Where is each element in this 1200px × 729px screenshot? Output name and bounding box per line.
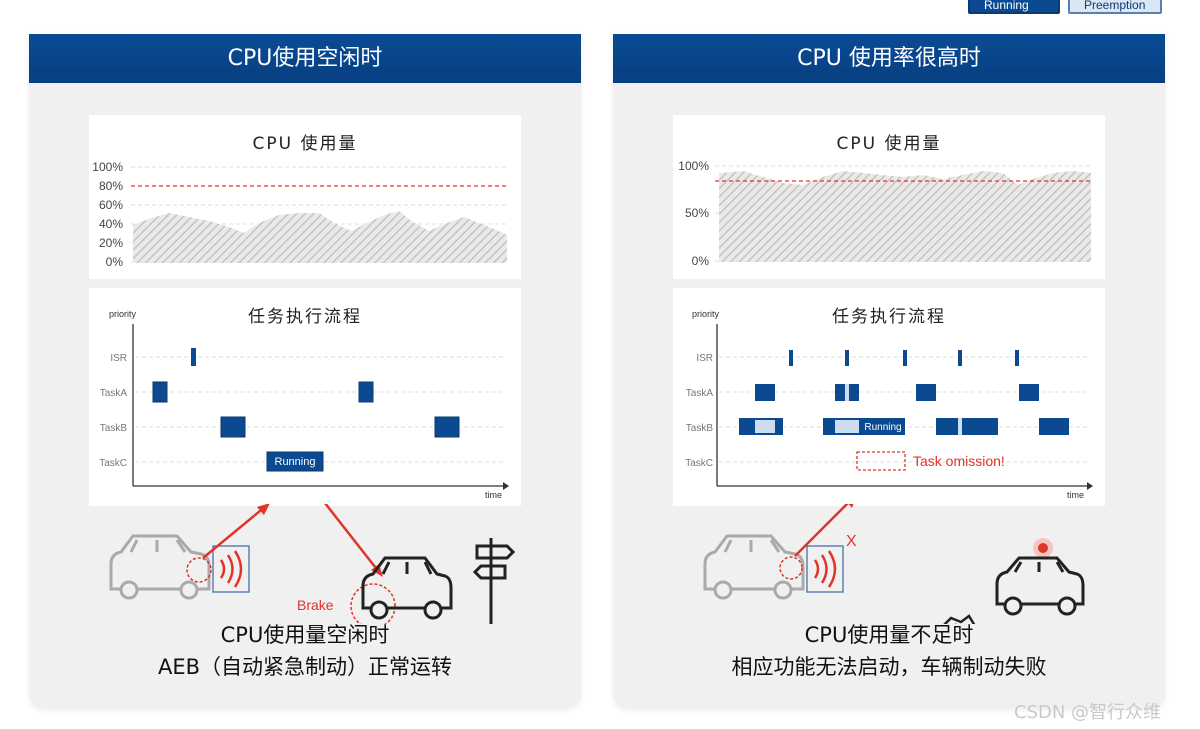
- cpu-usage-title: CPU 使用量: [252, 134, 358, 154]
- running-label: Running: [275, 456, 316, 468]
- sensor-highlight: [779, 556, 803, 580]
- caption-line2: 相应功能无法启动，车辆制动失败: [731, 655, 1047, 679]
- task-row-label-isr: ISR: [110, 353, 127, 364]
- isr-block: [1015, 350, 1019, 366]
- isr-block: [903, 350, 907, 366]
- brake-highlight: [350, 583, 396, 624]
- arrow-head: [848, 504, 854, 508]
- priority-label: priority: [692, 309, 720, 319]
- task-row-gridlines: [719, 356, 1087, 463]
- taska-block: [358, 381, 374, 403]
- arrow-head: [257, 504, 270, 515]
- failed-trigger-arrow: [794, 504, 849, 557]
- taskb-block: [434, 416, 460, 438]
- taska-block: [152, 381, 168, 403]
- car-icon: [703, 534, 805, 600]
- aeb-fail-scene: X: [703, 504, 1085, 624]
- y-tick: 60%: [99, 198, 123, 212]
- taska-block: [1019, 384, 1039, 401]
- taska-block: [755, 384, 775, 401]
- task-flow-chart: priority time ISR TaskA TaskB TaskC: [99, 309, 509, 500]
- preemption-gap: [958, 418, 962, 435]
- taskb-block: [220, 416, 246, 438]
- brake-label: Brake: [297, 597, 334, 613]
- caption-line1: CPU使用量不足时: [804, 623, 974, 647]
- taskb-block: [936, 418, 998, 435]
- time-label: time: [485, 490, 502, 500]
- x-mark: X: [846, 533, 857, 550]
- preemption-segment: [755, 420, 775, 433]
- taskb-block: [1039, 418, 1069, 435]
- watermark: CSDN @智行众维: [1014, 702, 1162, 723]
- task-row-gridlines: [135, 356, 503, 463]
- task-row-label-isr: ISR: [696, 353, 713, 364]
- cpu-usage-chart: 100% 50% 0%: [678, 159, 1093, 268]
- task-row-label-taska: TaskA: [686, 388, 714, 399]
- trigger-arrow-down: [324, 504, 380, 573]
- y-tick: 50%: [685, 206, 709, 220]
- panel-cpu-high: CPU 使用率很高时 CPU 使用量 100% 50%: [613, 34, 1165, 708]
- cpu-usage-card: CPU 使用量 100% 80%: [89, 115, 521, 279]
- trigger-arrow-up: [202, 505, 267, 559]
- radar-box: [212, 545, 250, 593]
- radar-waves-icon: [219, 550, 243, 588]
- isr-block: [958, 350, 962, 366]
- cpu-usage-chart: 100% 80% 60% 40% 20% 0%: [92, 160, 509, 269]
- cpu-usage-area: [719, 171, 1091, 262]
- y-tick: 0%: [692, 254, 710, 268]
- time-label: time: [1067, 490, 1084, 500]
- stopped-car-icon: [995, 556, 1085, 616]
- task-row-label-taskb: TaskB: [100, 423, 128, 434]
- isr-block: [845, 350, 849, 366]
- omitted-task-box: [856, 451, 906, 471]
- priority-label: priority: [109, 309, 137, 319]
- caption-line1: CPU使用量空闲时: [220, 623, 390, 647]
- braking-car-icon: [361, 556, 453, 620]
- task-row-label-taskc: TaskC: [99, 458, 127, 469]
- task-flow-chart: priority time ISR TaskA TaskB TaskC: [685, 309, 1093, 500]
- task-flow-card: 任务执行流程 priority time ISR TaskA TaskB Tas…: [89, 288, 521, 506]
- isr-block: [789, 350, 793, 366]
- legend-running: Running: [968, 0, 1060, 14]
- y-tick: 100%: [92, 160, 123, 174]
- sensor-highlight: [186, 557, 212, 583]
- signpost-icon: [472, 538, 516, 624]
- y-tick: 0%: [106, 255, 124, 269]
- alarm-light-icon: [1038, 543, 1048, 553]
- task-flow-card: 任务执行流程 priority time ISR TaskA TaskB Tas…: [673, 288, 1105, 506]
- task-row-label-taskc: TaskC: [685, 458, 713, 469]
- y-tick: 100%: [678, 159, 709, 173]
- x-axis-arrow: [1087, 482, 1093, 490]
- preemption-gap: [845, 384, 849, 401]
- task-flow-title: 任务执行流程: [832, 307, 946, 327]
- y-tick: 80%: [99, 179, 123, 193]
- caption-line2: AEB（自动紧急制动）正常运转: [157, 655, 453, 679]
- taskc-running-block: [266, 451, 324, 472]
- preemption-segment: [835, 420, 859, 433]
- task-row-label-taska: TaskA: [100, 388, 128, 399]
- task-omission-label: Task omission!: [913, 453, 1005, 469]
- x-axis-arrow: [503, 482, 509, 490]
- y-tick: 20%: [99, 236, 123, 250]
- task-flow-title: 任务执行流程: [248, 307, 362, 327]
- running-label: Running: [864, 422, 901, 433]
- cpu-usage-area: [133, 211, 507, 263]
- panel-cpu-idle: CPU使用空闲时 CPU 使用量: [29, 34, 581, 708]
- radar-box: [806, 545, 844, 593]
- radar-waves-icon: [813, 550, 837, 588]
- panel-header: CPU 使用率很高时: [613, 34, 1165, 83]
- cpu-usage-card: CPU 使用量 100% 50% 0%: [673, 115, 1105, 279]
- car-icon: [109, 534, 211, 600]
- task-row-label-taskb: TaskB: [686, 423, 714, 434]
- cpu-usage-title: CPU 使用量: [836, 134, 942, 154]
- panel-header: CPU使用空闲时: [29, 34, 581, 83]
- y-tick: 40%: [99, 217, 123, 231]
- crash-debris-icon: [943, 614, 976, 624]
- isr-block: [191, 348, 196, 366]
- taska-block: [916, 384, 936, 401]
- legend-preemption: Preemption: [1068, 0, 1162, 14]
- aeb-scene: Brake: [109, 504, 516, 624]
